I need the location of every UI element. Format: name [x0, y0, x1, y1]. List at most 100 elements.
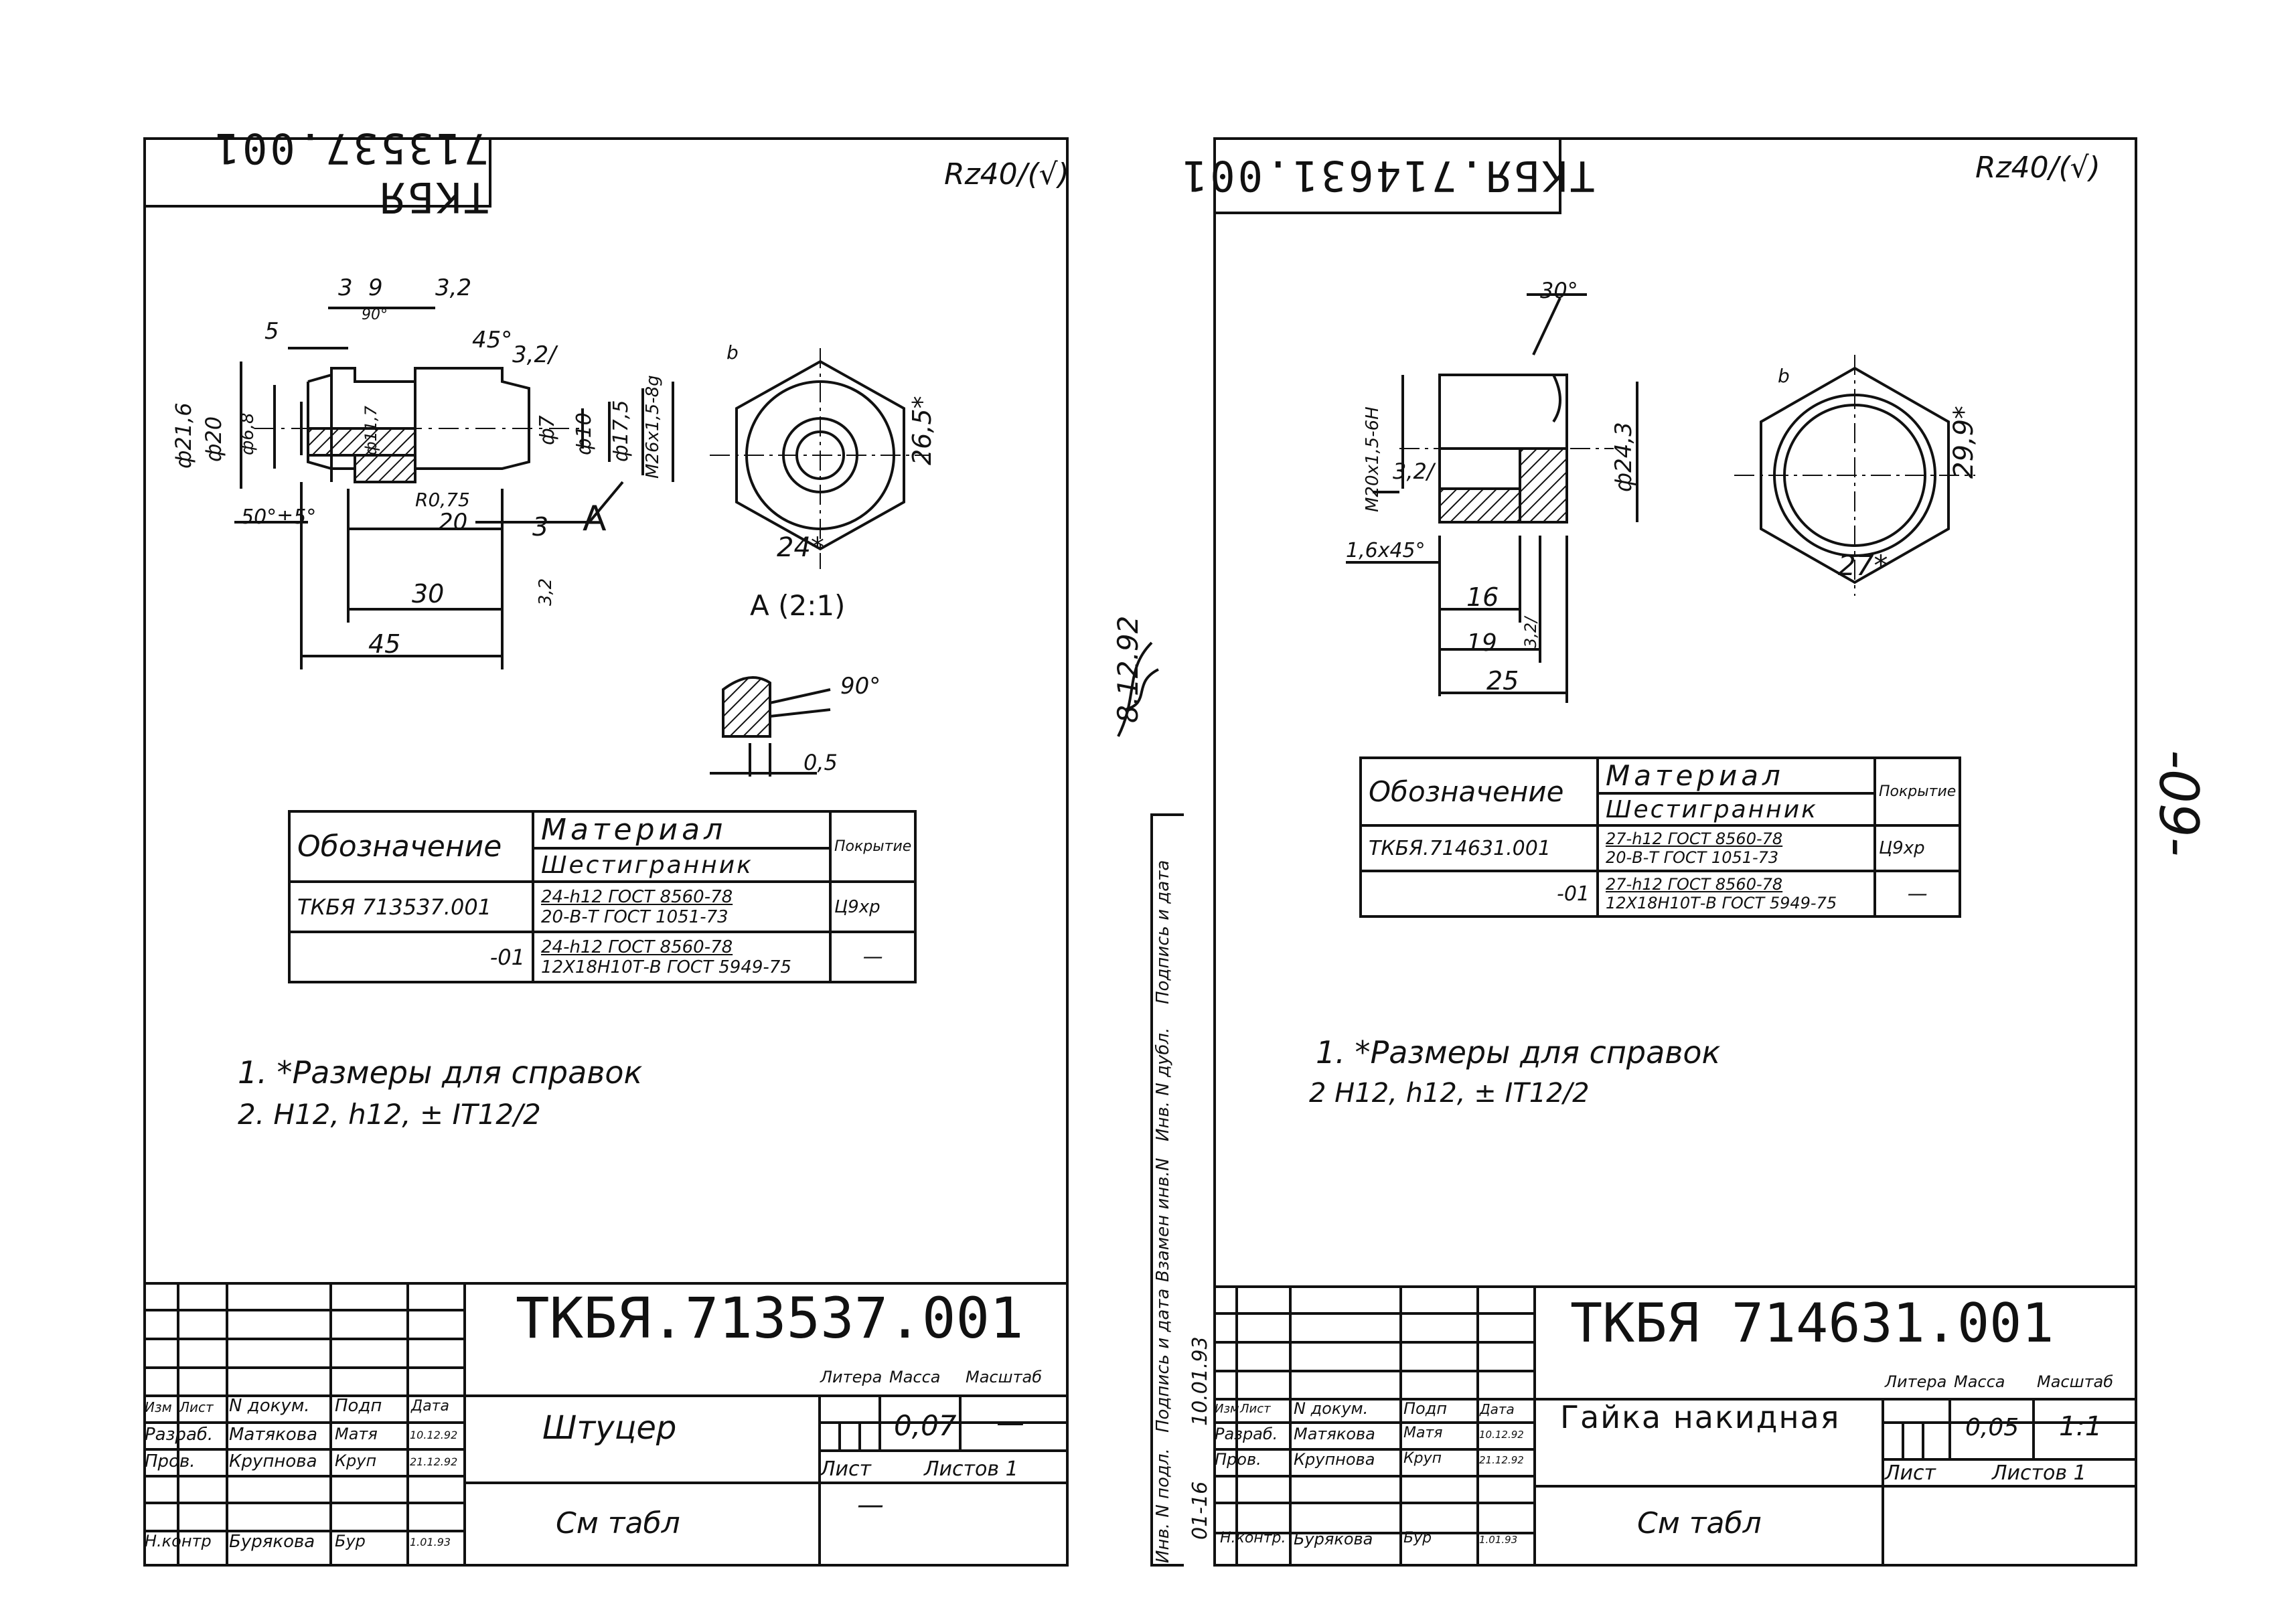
sheet2-tb-hdr-list: Лист: [1240, 1402, 1271, 1416]
sheet1-tb-code: ТКБЯ.713537.001: [516, 1285, 1024, 1351]
sheet1-tb-person-4: Бурякова: [229, 1532, 315, 1552]
sheet1-bom-h-hexagon: Шестигранник: [532, 847, 832, 883]
sheet1-tb-masshtab-val: —: [996, 1406, 1024, 1439]
sheet2-tb-list: Лист: [1885, 1461, 1936, 1485]
sheet2-dim-r1: 3,2/: [1393, 459, 1434, 484]
sheet1-bom-row1-coating: Ц9хр: [828, 880, 917, 933]
sheet1-bom-row2-code: -01: [288, 931, 534, 983]
sheet1-dim-d1: 3: [338, 274, 353, 301]
sheet2-tb-sign-2: Круп: [1403, 1450, 1442, 1467]
sheet2-tb-role-1: Разраб.: [1215, 1425, 1278, 1443]
sheet2-bom-row1-material: 27-h12 ГОСТ 8560-78 20-В-Т ГОСТ 1051-73: [1596, 824, 1876, 872]
sheet2-dim-angle: 30°: [1540, 278, 1578, 303]
sheet2-dim-l1: 16: [1466, 582, 1499, 612]
sheet2-dim-phi: ф24,3: [1610, 422, 1637, 492]
sheet2-tb-material: См табл: [1637, 1506, 1762, 1540]
sheet1-note-1: 1. *Размеры для справок: [238, 1054, 643, 1091]
sheet1-tb-listov: Листов 1: [924, 1457, 1018, 1481]
sheet1-dim-phi1: ф21,6: [171, 402, 196, 469]
sheet1-roughness: Rz40/(√): [944, 157, 1069, 191]
sheet1-dim-l1: 20: [439, 509, 468, 536]
drawing-sheet-2: [1213, 137, 2137, 1567]
sheet1-tb-hdr-izm: Изм: [145, 1399, 172, 1415]
sheet2-tb-person-2: Крупнова: [1294, 1450, 1375, 1469]
sheet1-dim-phi6: ф10: [572, 412, 596, 455]
sheet1-tb-masshtab: Масштаб: [966, 1368, 1043, 1386]
sheet1-tb-role-4: Н.контр: [145, 1532, 212, 1550]
sheet2-tb-date-2: 21.12.92: [1479, 1454, 1524, 1466]
sheet1-tb-sign-4: Бур: [335, 1532, 366, 1550]
sheet2-tb-listov: Листов 1: [1992, 1461, 2086, 1485]
sheet1-tb-massa: Масса: [889, 1368, 941, 1386]
binding-label-replace: Взамен инв.N: [1153, 1157, 1173, 1282]
sheet1-view-ref: A: [583, 499, 607, 539]
sheet2-dim-thread: М20х1,5-6Н: [1363, 406, 1383, 512]
side-signature-scribble: [1117, 641, 1159, 737]
sheet2-tb-massa-val: 0,05: [1965, 1414, 2019, 1441]
sheet1-note-2: 2. Н12, h12, ± IT12/2: [238, 1098, 541, 1131]
sheet1-bom-h-designation: Обозначение: [288, 810, 534, 883]
sheet2-bom-row1-code: ТКБЯ.714631.001: [1359, 824, 1599, 872]
sheet1-tb-role-2: Пров.: [145, 1451, 196, 1471]
sheet2-title-block: [1213, 1285, 2137, 1569]
sheet1-dim-r1: 3,2/: [512, 341, 556, 368]
sheet2-tb-masshtab-val: 1:1: [2059, 1411, 2102, 1442]
sheet1-dim-phi2: ф20: [201, 416, 226, 462]
binding-label-dup: Инв. N дубл.: [1153, 1027, 1173, 1141]
sheet2-tb-hdr-doc: N докум.: [1294, 1399, 1369, 1418]
page-number: -09-: [2147, 750, 2210, 857]
sheet2-bom-h-designation: Обозначение: [1359, 756, 1599, 827]
sheet2-hex-b: b: [1778, 365, 1790, 387]
sheet1-tb-person-2: Крупнова: [229, 1451, 317, 1471]
sheet1-fitting-drawing: [234, 307, 674, 669]
sheet1-dim-a2: 45°: [472, 327, 513, 353]
sheet1-detail-angle: 90°: [840, 673, 881, 700]
sheet1-hex-w: 24*: [777, 532, 824, 563]
sheet2-bom-row2-coating: —: [1873, 870, 1962, 918]
sheet2-hex-view: [1734, 355, 1975, 596]
sheet1-tb-name: Штуцер: [542, 1409, 677, 1447]
sheet2-tb-litera: Литера: [1885, 1372, 1947, 1391]
sheet1-bom-row1-material: 24-h12 ГОСТ 8560-78 20-В-Т ГОСТ 1051-73: [532, 880, 832, 933]
sheet1-tb-list: Лист: [820, 1457, 872, 1481]
sheet2-tb-sign-1: Матя: [1403, 1425, 1443, 1441]
sheet1-title-block: [143, 1282, 1069, 1569]
binding-label-inv: Инв. N подл.: [1153, 1448, 1173, 1563]
sheet1-tb-date-4: 1.01.93: [410, 1536, 451, 1548]
binding-sign-date: 10.01.93: [1189, 1336, 1212, 1426]
sheet1-tb-massa-val: 0,07: [894, 1409, 957, 1442]
sheet2-hex-w: 27*: [1838, 549, 1888, 582]
sheet2-bom-row1-coating: Ц9хр: [1873, 824, 1962, 872]
sheet2-tb-sign-4: Бур: [1403, 1530, 1432, 1546]
sheet1-dim-phi4: ф11,7: [362, 406, 380, 455]
sheet2-tb-date-1: 10.12.92: [1479, 1429, 1524, 1441]
sheet1-dim-phi3: ф6,8: [238, 412, 258, 455]
sheet1-hex-view: [710, 348, 931, 569]
sheet1-dim-phi5: ф7: [536, 415, 559, 445]
sheet1-dim-thread: М26х1,5-8g: [643, 375, 663, 479]
sheet1-hex-h: 26,5*: [907, 396, 937, 465]
sheet1-tb-sign-2: Круп: [335, 1451, 377, 1470]
sheet1-tb-hdr-list: Лист: [179, 1399, 214, 1415]
sheet1-bom-h-material: Материал: [532, 810, 832, 850]
sheet2-bom-h-coating: Покрытие: [1873, 756, 1962, 827]
sheet2-title-block-grid: [1213, 1285, 2137, 1567]
sheet1-bom-table: Обозначение Материал Покрытие Шестигранн…: [288, 810, 917, 983]
binding-inv-value: 01-16: [1189, 1481, 1212, 1540]
binding-label-sign1: Подпись и дата: [1153, 1288, 1173, 1433]
drawing-sheet-1: [143, 137, 1069, 1567]
sheet2-roughness: Rz40/(√): [1975, 151, 2100, 185]
sheet1-hex-b: b: [726, 341, 739, 364]
sheet1-bom-h-coating: Покрытие: [828, 810, 917, 883]
sheet1-detail-len: 0,5: [803, 750, 838, 775]
sheet1-dim-l4: 45: [368, 629, 401, 659]
sheet2-tb-person-1: Матякова: [1294, 1425, 1375, 1443]
binding-strip: [1150, 813, 1184, 1567]
sheet2-tb-hdr-sign: Подп: [1403, 1399, 1448, 1418]
sheet1-tb-hdr-doc: N докум.: [229, 1396, 310, 1416]
sheet1-bom-row2-coating: —: [828, 931, 917, 983]
sheet2-bom-table: Обозначение Материал Покрытие Шестигранн…: [1359, 756, 1962, 918]
sheet1-top-stamp: ТКБЯ 713537.001: [143, 124, 491, 222]
sheet2-tb-code: ТКБЯ 714631.001: [1570, 1292, 2054, 1354]
sheet1-bom-row1-code: ТКБЯ 713537.001: [288, 880, 534, 933]
